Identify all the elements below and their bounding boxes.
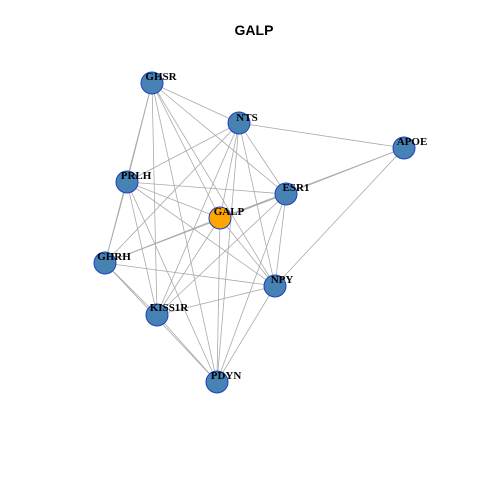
diagram-title: GALP (235, 22, 274, 38)
edge-kiss1r-pdyn (156, 314, 218, 383)
edge-npy-kiss1r (156, 285, 276, 316)
node-kiss1r: KISS1R (145, 302, 190, 327)
edge-nts-galp (219, 122, 240, 219)
node-circle-esr1 (274, 182, 298, 206)
node-label-kiss1r: KISS1R (150, 302, 190, 314)
edge-galp-kiss1r (156, 217, 221, 316)
edge-galp-ghrh (104, 217, 221, 264)
node-circle-nts (227, 111, 251, 135)
edge-ghsr-kiss1r (151, 82, 158, 316)
edge-prlh-ghrh (104, 181, 128, 264)
edge-nts-apoe (238, 122, 405, 149)
node-nts: NTS (227, 111, 258, 135)
edge-npy-pdyn (216, 285, 276, 383)
node-ghsr: GHSR (140, 71, 178, 95)
edge-prlh-galp (126, 181, 221, 219)
node-circle-pdyn (205, 370, 229, 394)
node-label-npy: NPY (271, 274, 294, 286)
node-apoe: APOE (392, 136, 428, 160)
node-label-esr1: ESR1 (283, 182, 310, 194)
node-prlh: PRLH (115, 170, 152, 194)
node-npy: NPY (263, 274, 294, 298)
edge-prlh-npy (126, 181, 276, 287)
edges-layer (104, 82, 405, 383)
edge-esr1-pdyn (216, 193, 287, 383)
node-circle-galp (208, 206, 232, 230)
edge-nts-ghrh (104, 122, 240, 264)
node-label-nts: NTS (236, 112, 257, 124)
node-ghrh: GHRH (93, 251, 131, 275)
node-circle-ghrh (93, 251, 117, 275)
edge-esr1-kiss1r (156, 193, 287, 316)
node-label-ghsr: GHSR (145, 71, 177, 83)
node-circle-ghsr (140, 71, 164, 95)
node-label-prlh: PRLH (121, 170, 152, 182)
edge-galp-npy (219, 217, 276, 287)
node-pdyn: PDYN (205, 370, 242, 394)
edge-prlh-pdyn (126, 181, 218, 383)
edge-prlh-esr1 (126, 181, 287, 195)
edge-ghsr-npy (151, 82, 276, 287)
edge-nts-kiss1r (156, 122, 240, 316)
edge-esr1-npy (274, 193, 287, 287)
edge-ghrh-npy (104, 262, 276, 287)
edge-nts-prlh (126, 122, 240, 183)
node-esr1: ESR1 (274, 182, 310, 206)
node-circle-apoe (392, 136, 416, 160)
node-circle-prlh (115, 170, 139, 194)
node-circle-npy (263, 274, 287, 298)
edge-nts-esr1 (238, 122, 287, 195)
node-circle-kiss1r (145, 303, 169, 327)
edge-ghsr-esr1 (151, 82, 287, 195)
edge-apoe-galp (219, 147, 405, 219)
edge-ghsr-nts (151, 82, 240, 124)
node-label-pdyn: PDYN (211, 370, 242, 382)
edge-apoe-npy (274, 147, 405, 287)
node-label-ghrh: GHRH (97, 251, 131, 263)
node-label-apoe: APOE (397, 136, 428, 148)
node-galp: GALP (208, 206, 245, 230)
node-label-galp: GALP (214, 206, 245, 218)
